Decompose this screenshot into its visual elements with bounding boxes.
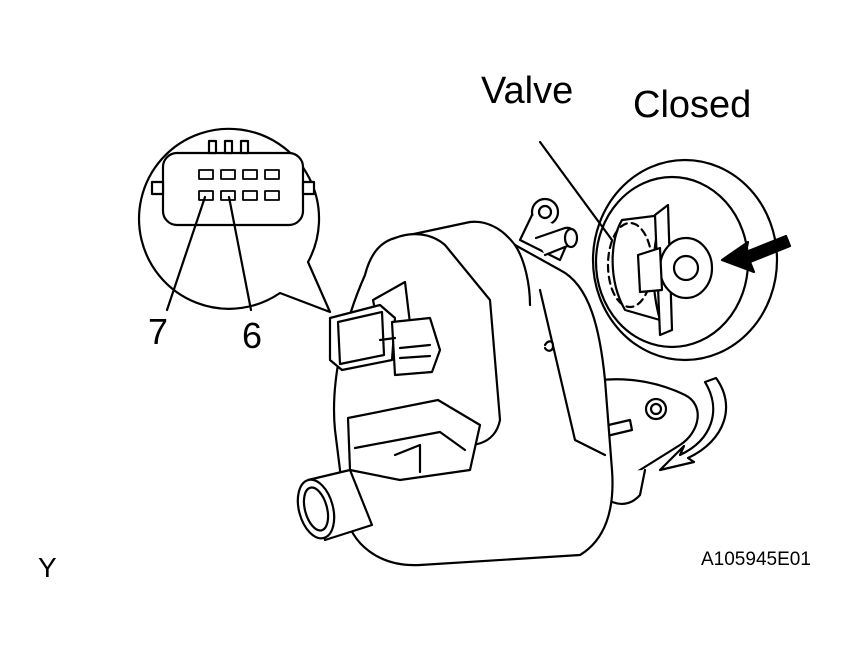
- valve-label: Valve: [481, 70, 574, 112]
- actuator-housing: [334, 222, 612, 565]
- mounting-boss: [520, 199, 577, 260]
- view-label: Y: [38, 552, 57, 583]
- pin-7-terminal: [199, 191, 213, 200]
- housing-connector: [330, 305, 440, 375]
- pin-6-leader: [229, 197, 251, 310]
- valve-leader: [540, 142, 612, 240]
- pin-6-terminal: [221, 191, 235, 200]
- connector-face: [152, 141, 314, 225]
- lower-cover: [348, 400, 480, 480]
- butterfly-valve: [608, 205, 712, 335]
- arrow-left-icon: [722, 236, 790, 272]
- pin-7-leader: [167, 197, 205, 310]
- valve-state-label: Closed: [633, 84, 752, 126]
- figure-code: A105945E01: [701, 549, 811, 570]
- pin-6-label: 6: [242, 315, 263, 356]
- pin-7-label: 7: [148, 311, 169, 352]
- hose-outlet: [292, 470, 372, 542]
- valve-port: [540, 142, 777, 360]
- connector-callout: [139, 129, 330, 312]
- curved-arrow-icon: [660, 378, 726, 470]
